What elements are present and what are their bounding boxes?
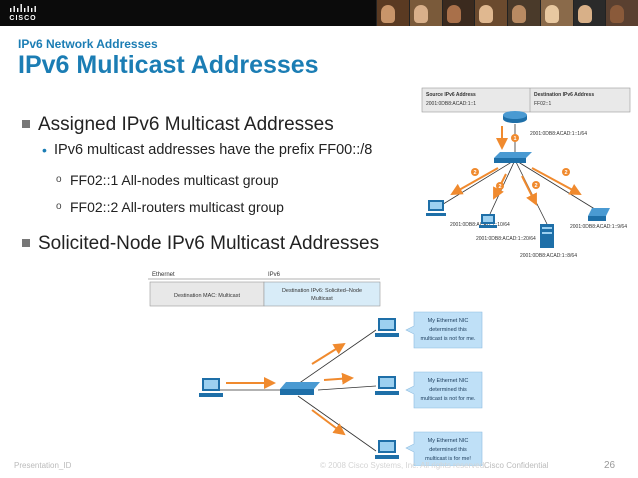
callout-bubble bbox=[405, 311, 483, 349]
section-subtitle: IPv6 Network Addresses bbox=[18, 37, 158, 51]
bullet-level2: • IPv6 multicast addresses have the prefi… bbox=[42, 142, 373, 158]
switch-icon bbox=[494, 152, 532, 163]
portrait-image bbox=[376, 0, 409, 26]
logo-text: CISCO bbox=[9, 15, 37, 22]
router-address: 2001:0DB8:ACAD:1::1/64 bbox=[530, 131, 587, 137]
destination-value: FF02::1 bbox=[534, 101, 551, 107]
destination-ipv6-text-2: Multicast bbox=[311, 296, 333, 302]
callout-bubble bbox=[405, 371, 483, 409]
callout-text: My Ethernet NIC bbox=[428, 378, 469, 384]
step-badge-label: 2 bbox=[498, 184, 501, 190]
callout-text: determined this bbox=[429, 327, 467, 333]
callout-bubble bbox=[405, 431, 483, 466]
callout-text: determined this bbox=[429, 447, 467, 453]
all-nodes-multicast-diagram: Source IPv6 Address 2001:0DB8:ACAD:1::1 … bbox=[421, 87, 631, 259]
pc-icon bbox=[375, 440, 399, 459]
circle-bullet-icon: o bbox=[56, 174, 62, 185]
portrait-image bbox=[539, 0, 573, 26]
page-number: 26 bbox=[604, 460, 616, 471]
bullet-text: Solicited-Node IPv6 Multicast Addresses bbox=[38, 233, 380, 254]
step-badge bbox=[511, 134, 519, 142]
ethernet-frame-cell bbox=[149, 281, 265, 307]
ethernet-header-label: Ethernet bbox=[152, 272, 175, 278]
callout-text: determined this bbox=[429, 387, 467, 393]
pc-icon bbox=[375, 376, 399, 395]
portrait-image bbox=[572, 0, 606, 26]
destination-ipv6-text: Destination IPv6: Solicited–Node bbox=[282, 288, 362, 294]
bullet-level1: Solicited-Node IPv6 Multicast Addresses bbox=[22, 233, 380, 255]
step-badge-label: 2 bbox=[534, 183, 537, 189]
packet-header-table bbox=[421, 87, 631, 113]
server-address: 2001:0DB8:ACAD:1::8/64 bbox=[520, 253, 577, 259]
logo-bars-icon bbox=[10, 4, 36, 12]
callout-text: multicast is for me! bbox=[425, 456, 471, 462]
mid-address: 2001:0DB8:ACAD:1::20/64 bbox=[476, 236, 536, 242]
photo-strip bbox=[376, 0, 638, 26]
multicast-arrows bbox=[450, 126, 582, 206]
slide-title: IPv6 Multicast Addresses bbox=[18, 51, 319, 79]
callout-text: My Ethernet NIC bbox=[428, 438, 469, 444]
step-badge bbox=[532, 181, 540, 189]
step-badge-label: 2 bbox=[564, 170, 567, 176]
bullet-level3: o FF02::2 All-routers multicast group bbox=[56, 199, 284, 215]
ipv6-header-label: IPv6 bbox=[268, 272, 281, 278]
bullet-text: IPv6 multicast addresses have the prefix… bbox=[54, 142, 373, 158]
server-icon bbox=[540, 224, 554, 248]
pc-icon bbox=[426, 200, 446, 216]
portrait-image bbox=[441, 0, 475, 26]
step-badge bbox=[471, 168, 479, 176]
multicast-arrows bbox=[226, 342, 354, 436]
footer-presentation-id: Presentation_ID bbox=[14, 461, 72, 470]
bullet-text: Assigned IPv6 Multicast Addresses bbox=[38, 114, 334, 135]
footer-copyright: © 2008 Cisco Systems, Inc. All rights re… bbox=[320, 461, 487, 470]
source-value: 2001:0DB8:ACAD:1::1 bbox=[426, 101, 476, 107]
bullet-text: FF02::1 All-nodes multicast group bbox=[70, 172, 279, 188]
callout-text: multicast is not for me. bbox=[420, 396, 475, 402]
step-badge bbox=[496, 182, 504, 190]
destination-label: Destination IPv6 Address bbox=[534, 92, 594, 98]
cisco-logo: CISCO bbox=[6, 4, 40, 22]
circle-bullet-icon: o bbox=[56, 201, 62, 212]
router-icon bbox=[503, 111, 527, 123]
solicited-node-diagram: Ethernet IPv6 Destination MAC: Multicast… bbox=[148, 272, 483, 466]
portrait-image bbox=[605, 0, 638, 26]
dot-bullet-icon: • bbox=[42, 142, 47, 158]
source-label: Source IPv6 Address bbox=[426, 92, 476, 98]
bullet-text: FF02::2 All-routers multicast group bbox=[70, 199, 284, 215]
pc-icon bbox=[375, 318, 399, 337]
callout-text: My Ethernet NIC bbox=[428, 318, 469, 324]
square-bullet-icon bbox=[22, 120, 30, 128]
step-badge-label: 2 bbox=[473, 170, 476, 176]
destination-mac-text: Destination MAC: Multicast bbox=[174, 293, 240, 299]
portrait-image bbox=[507, 0, 540, 26]
pc-icon bbox=[199, 378, 223, 397]
step-badge bbox=[562, 168, 570, 176]
portrait-image bbox=[474, 0, 507, 26]
step-badge-label: 1 bbox=[513, 136, 516, 142]
portrait-image bbox=[408, 0, 442, 26]
bullet-level1: Assigned IPv6 Multicast Addresses bbox=[22, 114, 334, 136]
printer-address: 2001:0DB8:ACAD:1::9/64 bbox=[570, 224, 627, 230]
footer-confidential: Cisco Confidential bbox=[484, 461, 549, 470]
printer-icon bbox=[588, 208, 610, 221]
callout-text: multicast is not for me. bbox=[420, 336, 475, 342]
pc-icon bbox=[479, 214, 497, 228]
ipv6-packet-cell bbox=[263, 281, 381, 307]
bullet-level3: o FF02::1 All-nodes multicast group bbox=[56, 172, 279, 188]
square-bullet-icon bbox=[22, 239, 30, 247]
header-banner: CISCO bbox=[0, 0, 638, 26]
switch-icon bbox=[280, 382, 320, 395]
